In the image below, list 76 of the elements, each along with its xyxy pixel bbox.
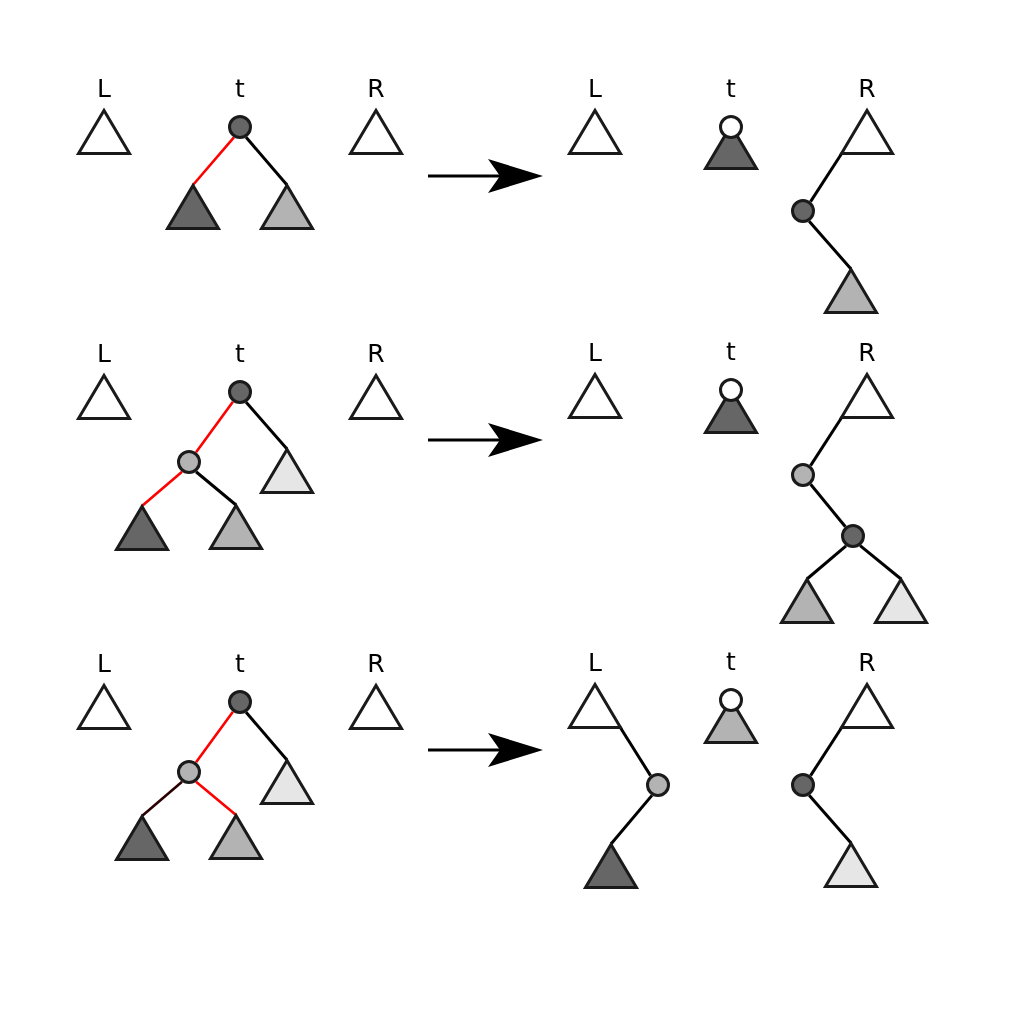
tree-edge [195,780,237,816]
subtree-triangle [113,503,171,551]
subtree-triangle [822,266,880,314]
tree-edge [195,710,234,764]
node-label: t [726,648,736,676]
subtree-label: R [367,75,385,103]
node-label: t [726,75,736,103]
subtree-label: R [367,340,385,368]
subtree-label: R [858,339,876,367]
tree-node-circle [791,773,815,797]
subtree-triangle [582,841,640,889]
tree-node-circle [719,688,743,712]
subtree-triangle [258,182,316,230]
tree-edge [195,400,234,454]
subtree-triangle [872,576,930,624]
tree-node-circle [228,115,252,139]
tree-node-circle [177,450,201,474]
tree-node-circle [791,463,815,487]
node-label: t [726,338,736,366]
subtree-label: L [588,75,602,103]
subtree-triangle [347,372,405,420]
tree-node-circle [228,380,252,404]
subtree-triangle [347,682,405,730]
tree-edge [809,152,844,203]
subtree-triangle [113,813,171,861]
subtree-label: L [97,650,111,678]
subtree-triangle [75,682,133,730]
subtree-label: R [858,649,876,677]
tree-edge [192,136,235,186]
tree-node-circle [841,524,865,548]
tree-edge [245,401,289,450]
node-label: t [235,340,245,368]
subtree-triangle [838,681,896,729]
tree-node-circle [791,199,815,223]
node-label: t [235,75,245,103]
subtree-triangle [75,107,133,155]
subtree-label: L [588,339,602,367]
subtree-triangle [566,681,624,729]
tree-edge [809,483,847,528]
tree-edge [808,220,853,270]
subtree-triangle [347,107,405,155]
subtree-triangle [838,107,896,155]
tree-node-circle [646,773,670,797]
tree-edge [244,136,289,186]
subtree-label: L [588,649,602,677]
subtree-triangle [778,576,836,624]
subtree-triangle [258,757,316,805]
tree-edge [808,794,853,844]
node-label: t [235,650,245,678]
subtree-label: L [97,75,111,103]
subtree-label: L [97,340,111,368]
tree-edge [859,544,902,581]
tree-node-circle [719,378,743,402]
subtree-label: R [858,75,876,103]
tree-node-circle [719,115,743,139]
tree-node-circle [177,760,201,784]
tree-edge [244,711,289,761]
subtree-triangle [566,371,624,419]
tree-edge [609,794,654,845]
subtree-label: R [367,650,385,678]
tree-node-circle [228,690,252,714]
subtree-triangle [838,371,896,419]
tree-edge [195,470,237,507]
subtree-triangle [566,107,624,155]
tree-edge [809,726,844,777]
subtree-triangle [75,372,133,420]
tree-edge [806,544,848,581]
subtree-triangle [258,446,316,494]
subtree-triangle [822,840,880,888]
subtree-triangle [207,812,265,860]
tree-edge [618,726,652,777]
subtree-triangle [207,502,265,550]
tree-edge [141,780,183,817]
tree-edge [141,470,183,507]
tree-edge [809,416,844,467]
subtree-triangle [164,182,222,230]
